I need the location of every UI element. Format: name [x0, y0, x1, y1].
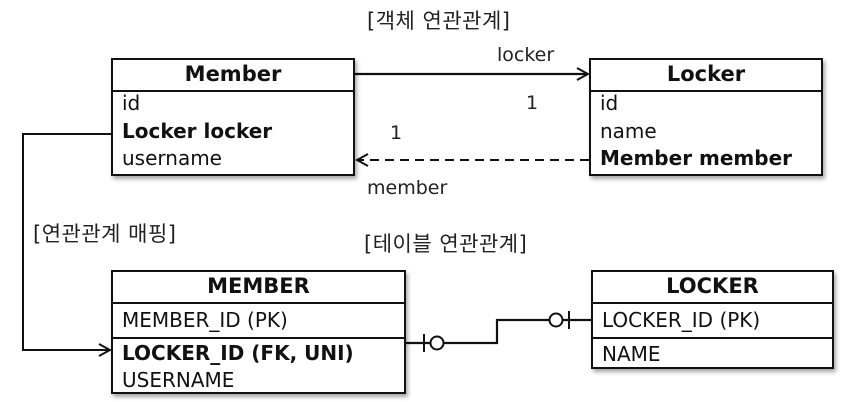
member-class-name: Member [113, 60, 353, 92]
object-relation-title: [객체 연관관계] [367, 9, 511, 33]
locker-table-columns-section: NAME [593, 339, 832, 369]
locker-field-id: id [600, 91, 619, 115]
member-field-username: username [122, 146, 222, 170]
relation-mapping-title: [연관관계 매핑] [33, 222, 177, 246]
locker-table-name: LOCKER [593, 272, 832, 304]
member-table-name: MEMBER [113, 272, 404, 304]
member-table-pk-section: MEMBER_ID (PK) [113, 304, 404, 339]
zero-circle-marker-locker-side [548, 312, 564, 328]
locker-table-column-name: NAME [602, 342, 661, 366]
locker-table-pk-section: LOCKER_ID (PK) [593, 304, 832, 339]
member-class-box[interactable]: Member id Locker locker username [111, 58, 355, 176]
table-relation-title: [테이블 연관관계] [364, 232, 528, 256]
table-relationship-line [405, 318, 592, 345]
member-multiplicity-label: 1 [390, 122, 403, 144]
member-table-columns-section: LOCKER_ID (FK, UNI) USERNAME [113, 339, 404, 393]
locker-field-member: Member member [600, 146, 793, 170]
member-table-column-username: USERNAME [122, 368, 235, 392]
member-field-id: id [122, 91, 141, 115]
locker-multiplicity-label: 1 [526, 92, 539, 114]
member-table-column-locker-id: LOCKER_ID (FK, UNI) [122, 341, 354, 365]
member-role-label: member [367, 177, 448, 199]
member-table-pk: MEMBER_ID (PK) [122, 308, 288, 332]
zero-circle-marker-member-side [429, 335, 445, 351]
member-table-box[interactable]: MEMBER MEMBER_ID (PK) LOCKER_ID (FK, UNI… [111, 270, 406, 394]
locker-role-label: locker [497, 44, 555, 66]
locker-class-name: Locker [591, 60, 821, 92]
locker-table-pk: LOCKER_ID (PK) [602, 308, 761, 332]
locker-field-name: name [600, 119, 657, 143]
mapping-connector-line [22, 133, 112, 350]
member-field-locker: Locker locker [122, 119, 273, 143]
locker-table-box[interactable]: LOCKER LOCKER_ID (PK) NAME [591, 270, 834, 369]
locker-class-box[interactable]: Locker id name Member member [589, 58, 823, 176]
